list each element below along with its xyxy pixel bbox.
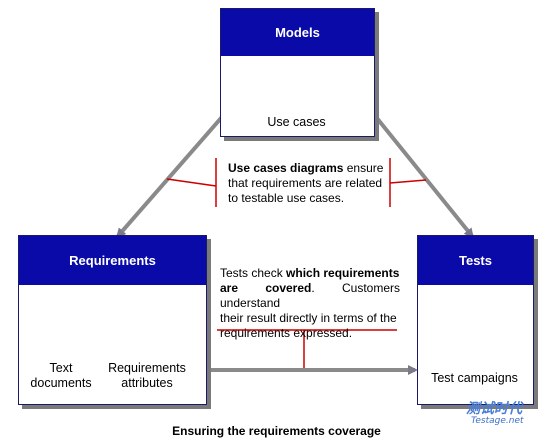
note-use-cases-line2: that requirements are related (228, 176, 383, 190)
red-marker-top (166, 158, 427, 207)
diagram-footer: Ensuring the requirements coverage (172, 424, 381, 438)
note-use-cases-line3: to testable use cases. (228, 191, 345, 205)
note-tests-pre: Tests check (220, 266, 287, 280)
text-documents-line2: documents (30, 376, 92, 390)
tests-title: Tests (418, 236, 533, 285)
models-title: Models (221, 9, 374, 56)
note-tests-line3: their result directly in terms of the (220, 311, 397, 325)
watermark-url: Testage.net (471, 416, 524, 426)
models-caption: Use cases (267, 115, 326, 129)
note-use-cases-rest: ensure (343, 161, 384, 175)
requirements-attributes-line2: attributes (121, 376, 173, 390)
note-tests-line4: requirements expressed. (220, 326, 353, 340)
text-documents-line1: Text (49, 361, 73, 375)
tests-box: Tests (417, 235, 534, 405)
note-tests-bold1: which requirements (286, 266, 400, 280)
tests-caption: Test campaigns (431, 371, 518, 385)
requirements-box: Requirements (18, 235, 207, 405)
note-tests-rest: . Customers understand (220, 281, 400, 310)
requirements-attributes-label: Requirements attributes (100, 361, 194, 391)
note-tests-bold2: are covered (220, 281, 312, 295)
text-documents-label: Text documents (24, 361, 98, 391)
models-box: Models (220, 8, 375, 137)
arrow-models-tests (367, 108, 474, 239)
requirements-attributes-line1: Requirements (108, 361, 186, 375)
note-tests: Tests check which requirements are cover… (220, 266, 400, 341)
red-marker-mid (217, 329, 397, 368)
note-use-cases-bold: Use cases diagrams (228, 161, 344, 175)
watermark-cn: 测试时代 (466, 401, 522, 417)
requirements-title: Requirements (19, 236, 206, 285)
note-use-cases: Use cases diagrams ensure that requireme… (228, 161, 388, 206)
arrow-models-requirements (116, 108, 231, 239)
